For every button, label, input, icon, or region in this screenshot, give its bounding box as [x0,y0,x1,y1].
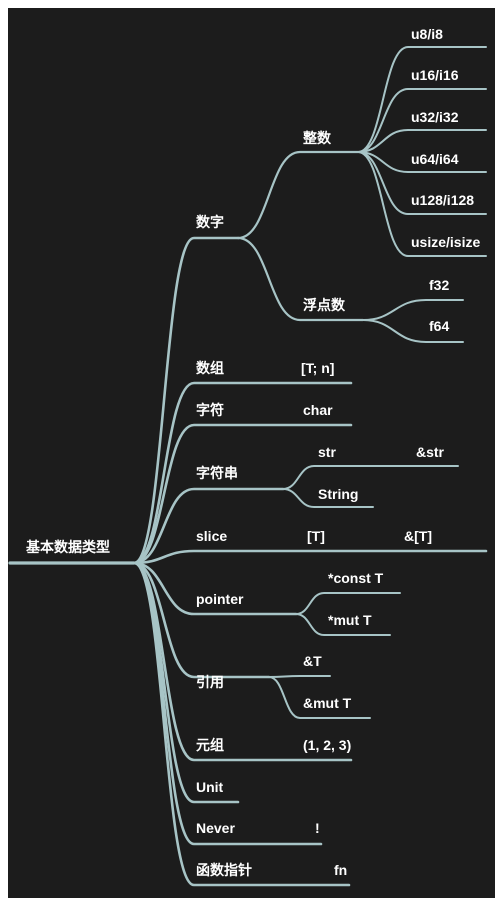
leaf-fn-type: fn [334,862,348,878]
branch-slice [132,549,488,565]
branch-float-leaf-1 [362,319,464,343]
node-unit: Unit [196,779,224,795]
branch-float [236,236,365,322]
leaf-u16-i16: u16/i16 [411,67,459,83]
branch-const-ptr [295,592,401,615]
leaf-f64: f64 [429,318,450,334]
leaf-char-type: char [303,402,333,418]
branch-int-leaf-5 [357,151,487,257]
leaf-never-type: ! [315,820,320,836]
branch-int-leaf-1 [357,88,487,153]
node-array: 数组 [196,360,224,376]
leaf-array-type: [T; n] [301,360,335,376]
leaf-u64-i64: u64/i64 [411,151,459,167]
node-float: 浮点数 [303,297,345,313]
mindmap-canvas: 基本数据类型 数字 整数 u8/i8 u16/i16 u32/i32 u64/i… [8,8,495,898]
branch-string [132,487,285,565]
leaf-u32-i32: u32/i32 [411,109,459,125]
branch-int-leaf-0 [357,46,487,153]
leaf-slice-ref: &[T] [404,528,432,544]
node-integer: 整数 [303,130,331,146]
leaf-f32: f32 [429,277,450,293]
branch-mut-ref [268,676,371,719]
branch-reference [132,561,271,679]
node-pointer: pointer [196,591,244,607]
node-slice: slice [196,528,228,544]
leaf-mut-ptr: *mut T [328,612,372,628]
leaf-u8-i8: u8/i8 [411,26,443,42]
leaf-String: String [318,486,359,502]
leaf-u128-i128: u128/i128 [411,192,475,208]
branch-String [282,488,374,508]
leaf-str: str [318,444,336,460]
branch-integer [236,150,360,240]
node-tuple: 元组 [196,737,224,753]
node-reference: 引用 [196,674,224,690]
node-string: 字符串 [196,465,238,481]
node-char: 字符 [196,402,224,418]
leaf-ref-str: &str [416,444,445,460]
branch-fn-pointer [132,561,351,887]
node-never: Never [196,820,235,836]
branch-float-leaf-0 [362,299,464,321]
leaf-ref: &T [303,653,322,669]
node-numbers: 数字 [196,214,224,230]
leaf-slice-type: [T] [307,528,325,544]
mindmap-branches [8,46,488,887]
leaf-usize-isize: usize/isize [411,234,481,250]
leaf-mut-ref: &mut T [303,695,352,711]
node-fn-pointer: 函数指针 [196,862,252,878]
branch-int-leaf-2 [357,129,487,153]
branch-ref [268,675,331,678]
branch-str [282,465,459,490]
leaf-const-ptr: *const T [328,570,384,586]
leaf-tuple-value: (1, 2, 3) [303,737,352,753]
branch-pointer [132,561,298,616]
branch-numbers [132,236,240,565]
branch-mut-ptr [295,613,391,636]
root-node-label: 基本数据类型 [26,539,110,555]
branch-char [132,423,353,565]
branch-int-leaf-3 [357,151,487,173]
